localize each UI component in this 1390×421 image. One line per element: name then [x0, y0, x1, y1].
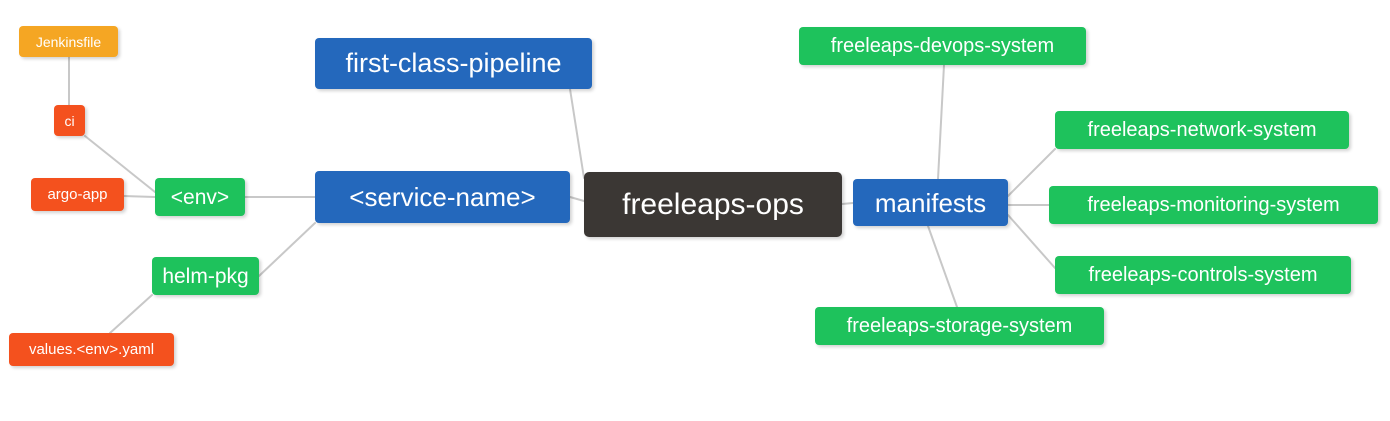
mindmap-node-values-yaml[interactable]: values.<env>.yaml — [9, 333, 174, 366]
mindmap-node-freeleaps-monitoring-system[interactable]: freeleaps-monitoring-system — [1049, 186, 1378, 224]
mindmap-node-freeleaps-devops-system[interactable]: freeleaps-devops-system — [799, 27, 1086, 65]
mindmap-node-ci[interactable]: ci — [54, 105, 85, 136]
mindmap-node-jenkinsfile[interactable]: Jenkinsfile — [19, 26, 118, 57]
mindmap-node-first-class-pipeline[interactable]: first-class-pipeline — [315, 38, 592, 89]
edge-manifests-to-freeleaps-controls-system — [1007, 214, 1056, 269]
mindmap-node-freeleaps-controls-system[interactable]: freeleaps-controls-system — [1055, 256, 1351, 294]
edge-root-to-manifests — [841, 202, 854, 205]
mindmap-node-argo-app[interactable]: argo-app — [31, 178, 124, 211]
mindmap-node-freeleaps-network-system[interactable]: freeleaps-network-system — [1055, 111, 1349, 149]
edge-helm-pkg-to-values-yaml — [109, 294, 153, 334]
edge-env-to-argo-app — [123, 195, 156, 198]
edge-manifests-to-freeleaps-devops-system — [937, 64, 945, 180]
mindmap-node-service-name[interactable]: <service-name> — [315, 171, 570, 223]
edge-manifests-to-freeleaps-storage-system — [927, 225, 958, 308]
edge-service-name-to-helm-pkg — [258, 222, 316, 277]
edge-root-to-service-name — [569, 196, 585, 202]
edge-manifests-to-freeleaps-network-system — [1007, 148, 1056, 197]
mindmap-node-root[interactable]: freeleaps-ops — [584, 172, 842, 237]
mindmap-node-manifests[interactable]: manifests — [853, 179, 1008, 226]
edge-root-to-first-class-pipeline — [569, 88, 585, 179]
mindmap-node-env[interactable]: <env> — [155, 178, 245, 216]
mindmap-node-helm-pkg[interactable]: helm-pkg — [152, 257, 259, 295]
mindmap-node-freeleaps-storage-system[interactable]: freeleaps-storage-system — [815, 307, 1104, 345]
